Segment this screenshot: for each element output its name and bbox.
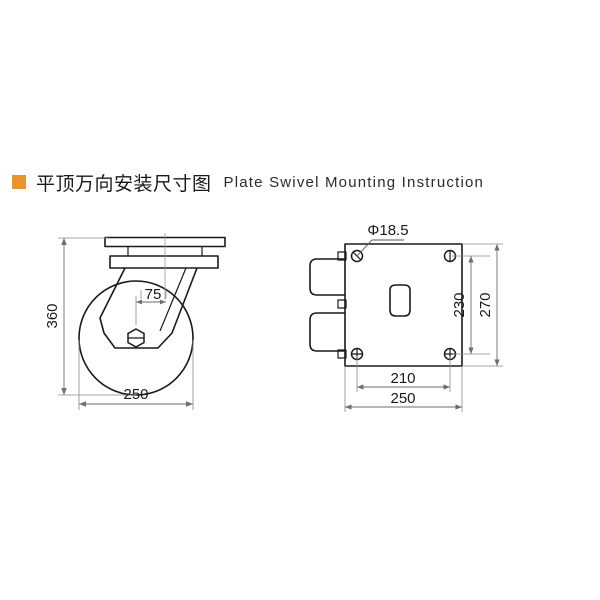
arrow-360-top — [61, 238, 67, 245]
left-edge-tab-bottom — [337, 349, 347, 359]
left-edge-tab-middle — [337, 299, 347, 309]
dim-label-overall-height: 360 — [44, 303, 61, 328]
dim-label-plate-width: 250 — [390, 390, 415, 407]
dim-label-bolt-spacing-horizontal: 210 — [390, 370, 415, 387]
arrow-250-right — [186, 401, 193, 407]
arrow-270-top — [494, 244, 500, 251]
title-chinese: 平顶万向安装尺寸图 — [36, 172, 212, 195]
orange-square-marker — [12, 175, 26, 189]
left-bracket-upper — [309, 258, 345, 296]
leader-line-bolt-diameter — [356, 239, 404, 257]
arrow-230-bottom — [468, 347, 474, 354]
swivel-raceway-block — [109, 255, 219, 269]
left-bracket-lower — [309, 312, 345, 352]
arrow-270-bottom — [494, 359, 500, 366]
title-english: Plate Swivel Mounting Instruction — [223, 173, 485, 191]
arrow-250-plate-left — [345, 404, 352, 410]
plate-support-legs — [127, 246, 203, 256]
arrow-210-left — [357, 384, 364, 390]
left-edge-tab-top — [337, 251, 347, 261]
arrow-230-top — [468, 256, 474, 263]
caster-fork-yoke — [99, 267, 198, 349]
dim-label-bolt-hole-diameter: Φ18.5 — [367, 222, 408, 239]
section-title: 平顶万向安装尺寸图 Plate Swivel Mounting Instruct… — [12, 168, 484, 196]
dim-label-wheel-diameter: 250 — [123, 386, 148, 403]
mounting-plate-outline — [344, 243, 463, 367]
dim-label-bolt-spacing-vertical: 230 — [451, 292, 468, 317]
arrow-250-left — [79, 401, 86, 407]
fork-inner-edge — [159, 267, 187, 332]
arrow-75-right — [160, 299, 166, 305]
arrow-210-right — [443, 384, 450, 390]
swivel-caster-side-view: 360 250 75 — [44, 233, 226, 410]
dim-label-plate-depth: 270 — [477, 292, 494, 317]
arrow-250-plate-right — [455, 404, 462, 410]
dim-label-swivel-offset: 75 — [145, 286, 162, 303]
arrow-75-left — [136, 299, 142, 305]
kingpin-center-hole — [389, 284, 411, 317]
mounting-plate-top-view: Φ18.5 230 270 210 — [309, 222, 503, 412]
arrow-360-bottom — [61, 388, 67, 395]
